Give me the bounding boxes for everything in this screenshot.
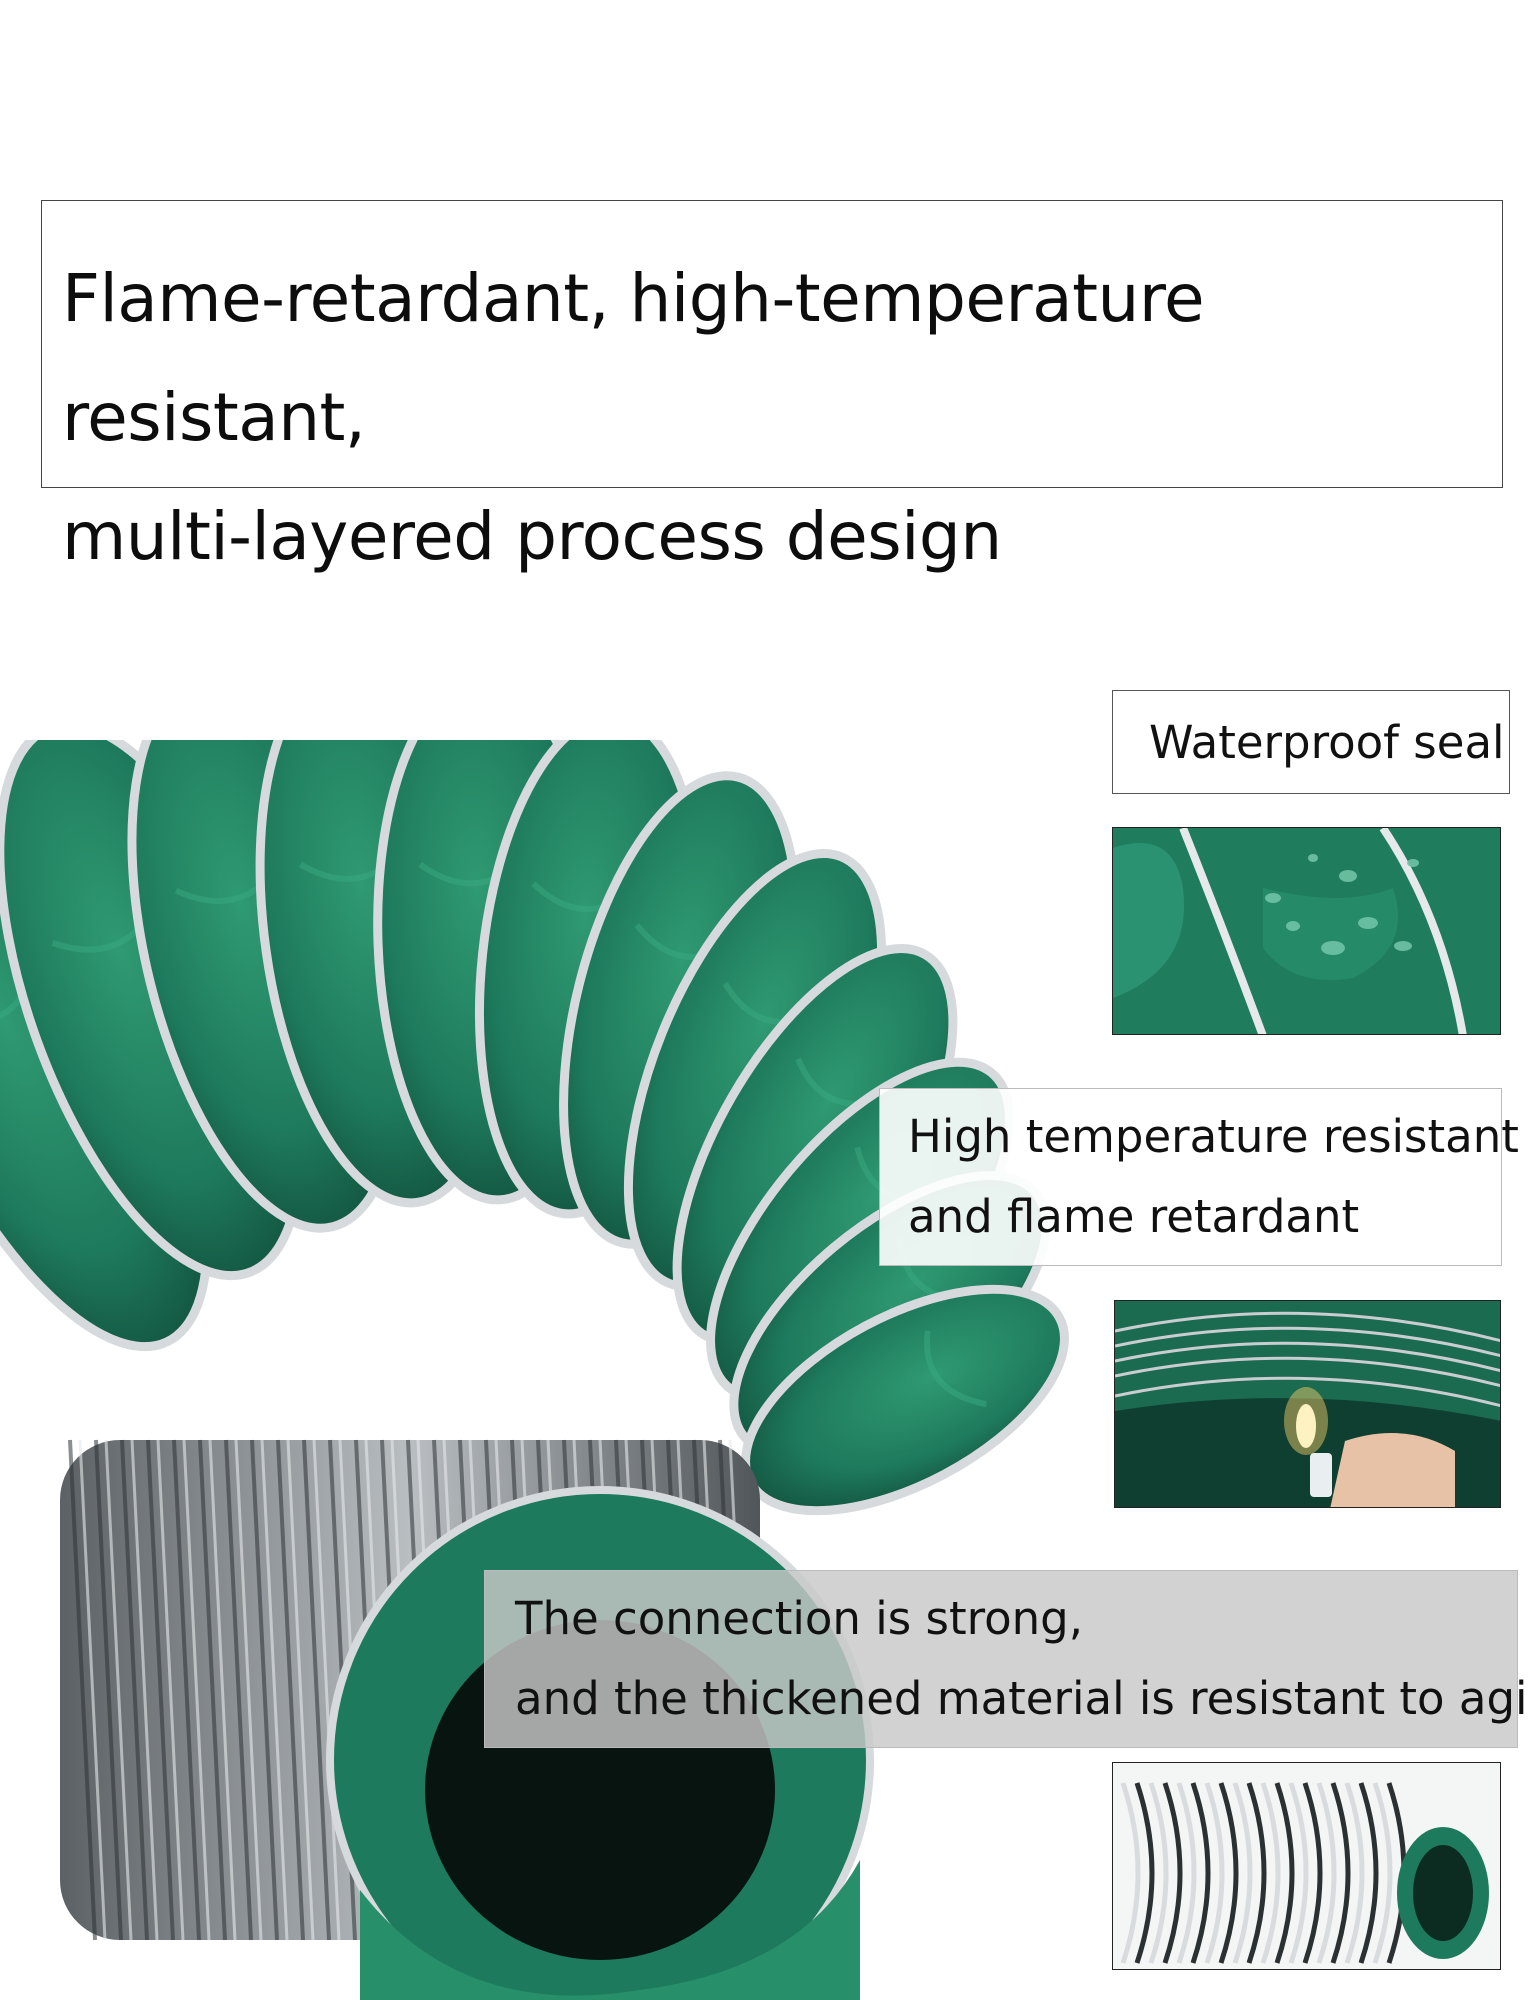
waterproof-detail-image — [1112, 827, 1501, 1035]
coiled-duct-icon — [1113, 1763, 1500, 1969]
connection-label-line-1: The connection is strong, — [515, 1592, 1084, 1645]
high-temp-label-box: High temperature resistant and flame ret… — [879, 1088, 1519, 1266]
headline-text: Flame-retardant, high-temperature resist… — [62, 239, 1502, 596]
headline-line-2: multi-layered process design — [62, 498, 1002, 575]
connection-label-box: The connection is strong, and the thicke… — [484, 1570, 1531, 1748]
flame-detail-image — [1114, 1300, 1501, 1508]
headline-line-1: Flame-retardant, high-temperature resist… — [62, 260, 1205, 456]
connection-detail-image — [1112, 1762, 1501, 1970]
headline-panel: Flame-retardant, high-temperature resist… — [41, 200, 1503, 575]
connection-label-line-2: and the thickened material is resistant … — [515, 1672, 1531, 1725]
waterproof-label: Waterproof seal — [1149, 716, 1505, 769]
water-droplets-icon — [1113, 828, 1500, 1034]
high-temp-label-line-1: High temperature resistant — [908, 1110, 1519, 1163]
lighter-flame-icon — [1115, 1301, 1500, 1507]
waterproof-label-box: Waterproof seal — [1112, 690, 1510, 794]
high-temp-label-line-2: and flame retardant — [908, 1190, 1360, 1243]
